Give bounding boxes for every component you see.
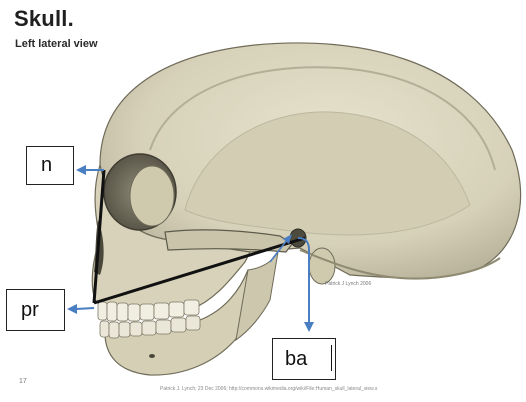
arrow-pr bbox=[67, 304, 94, 314]
image-credit: Patrick J. Lynch; 23 Dec 2006; http://co… bbox=[160, 386, 377, 392]
mastoid-process bbox=[309, 248, 335, 284]
label-prosthion: pr bbox=[6, 289, 65, 331]
illustrator-watermark: Patrick J Lynch 2006 bbox=[325, 281, 371, 287]
label-basion-text: ba bbox=[285, 348, 307, 371]
label-nasion: n bbox=[26, 146, 74, 185]
orbit-rim bbox=[130, 166, 174, 226]
label-nasion-text: n bbox=[41, 154, 52, 177]
text-cursor bbox=[331, 345, 332, 371]
diagram-title: Skull. bbox=[14, 6, 74, 32]
label-prosthion-text: pr bbox=[21, 299, 39, 322]
diagram-subtitle: Left lateral view bbox=[15, 38, 98, 50]
label-basion: ba bbox=[272, 338, 336, 380]
slide-number: 17 bbox=[19, 378, 27, 385]
mental-foramen bbox=[149, 354, 155, 358]
